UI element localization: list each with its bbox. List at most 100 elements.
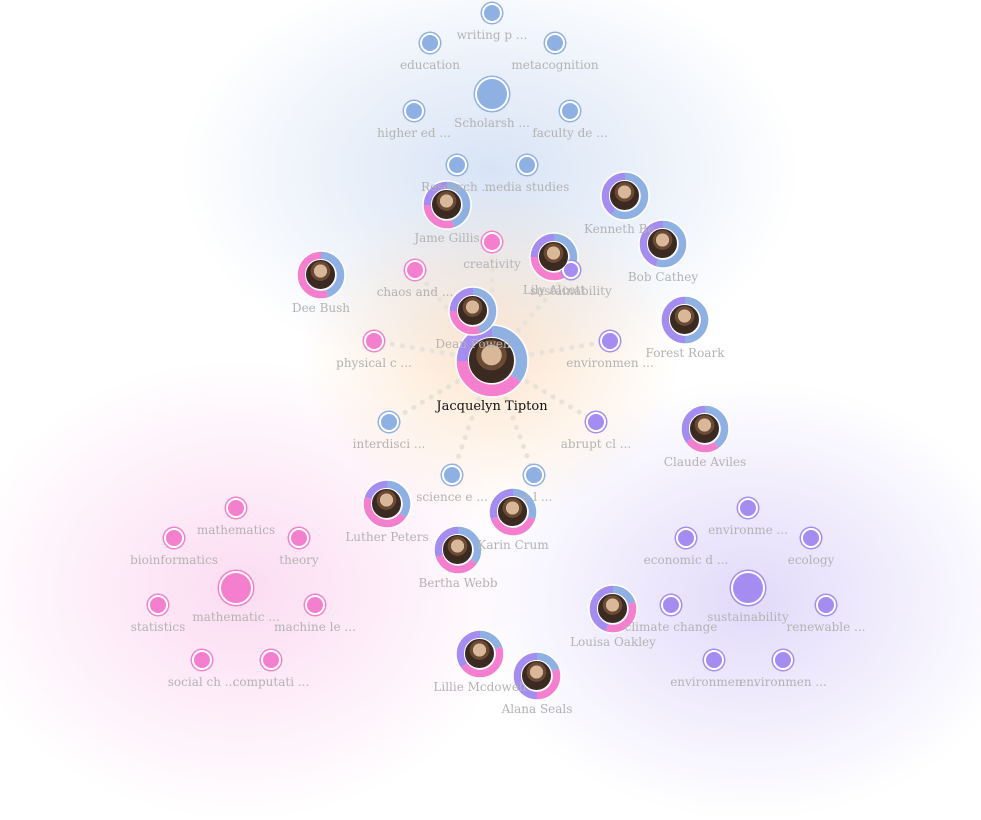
topic-dot[interactable] [420,33,440,53]
person-ring[interactable] [512,651,562,701]
topic-dot[interactable] [773,650,793,670]
topic-dot[interactable] [738,498,758,518]
person-ring[interactable] [433,525,483,575]
topic-dot[interactable] [545,33,565,53]
topic-dot[interactable] [226,498,246,518]
topic-dot[interactable] [405,260,425,280]
ring-segment [530,233,555,258]
ring-segment [449,287,474,312]
avatar[interactable] [647,228,678,259]
topic-dot[interactable] [289,528,309,548]
person-ring[interactable] [680,404,730,454]
topic-label: climate change [624,620,718,634]
ring-segment [456,325,493,362]
ring-outline [529,232,579,282]
topic-dot[interactable] [482,3,502,23]
topic-dot[interactable] [600,331,620,351]
topic-dot[interactable] [661,595,681,615]
avatar[interactable] [521,660,552,691]
avatar[interactable] [371,488,402,519]
ring-segment [491,325,528,383]
topic-dot[interactable] [801,528,821,548]
topic-label: higher ed ... [377,126,451,140]
ring-segment [457,526,482,565]
ring-segment [386,480,411,519]
topic-dot[interactable] [442,465,462,485]
person-ring[interactable] [600,171,650,221]
topic-label: computati ... [232,675,310,689]
topic-dot[interactable] [164,528,184,548]
person-ring[interactable] [455,629,505,679]
ring-segment [685,438,720,453]
person-name: Jame Gillis [414,231,480,245]
topic-dot[interactable] [586,412,606,432]
avatar[interactable] [497,496,528,527]
topic-dot[interactable] [731,571,765,605]
topic-dot[interactable] [560,101,580,121]
topic-label: education [400,58,460,72]
ring-segment [456,360,522,397]
person-ring[interactable] [660,295,710,345]
person-name: Bertha Webb [418,576,498,590]
topic-dot[interactable] [379,412,399,432]
person-name: Luther Peters [345,530,429,544]
topic-label: creativity [463,257,521,271]
topic-dot[interactable] [676,528,696,548]
avatar[interactable] [538,241,569,272]
topic-label: chaos and ... [376,285,454,299]
avatar[interactable] [468,337,515,384]
topic-label: environmen ... [566,356,654,370]
person-name: Dean Powell [435,337,511,351]
topic-dot[interactable] [475,77,509,111]
ring-outline [448,286,498,336]
person-ring[interactable] [588,584,638,634]
avatar[interactable] [457,295,488,326]
topic-label: ce l ... [515,490,553,504]
person-ring[interactable] [296,250,346,300]
person-ring[interactable] [362,479,412,529]
topic-dot[interactable] [261,650,281,670]
topic-dot[interactable] [524,465,544,485]
avatar[interactable] [689,413,720,444]
ring-segment [661,296,686,344]
avatar[interactable] [442,534,473,565]
ring-segment [610,172,649,220]
ring-segment [449,310,481,335]
topic-dot[interactable] [219,571,253,605]
topic-dot[interactable] [816,595,836,615]
topic-label: theory [279,553,319,567]
topic-label: mathematic ... [192,610,280,624]
person-ring[interactable] [422,180,472,230]
topic-label: bioinformatics [130,553,218,567]
person-ring[interactable] [488,487,538,537]
avatar[interactable] [305,259,336,290]
topic-label: media studies [484,180,570,194]
topic-label: sustainability [707,610,789,624]
topic-dot[interactable] [517,155,537,175]
person-ring[interactable] [638,219,688,269]
topic-dot[interactable] [364,331,384,351]
avatar[interactable] [609,180,640,211]
ring-segment [530,256,569,281]
topic-dot[interactable] [305,595,325,615]
person-name: Karin Crum [477,538,549,552]
topic-dot[interactable] [562,261,580,279]
topic-label: renewable ... [786,620,866,634]
topic-label: Scholarsh ... [454,116,530,130]
ring-segment [601,172,626,216]
person-ring[interactable] [448,286,498,336]
avatar[interactable] [597,593,628,624]
topic-dot[interactable] [148,595,168,615]
topic-dot[interactable] [704,650,724,670]
avatar[interactable] [669,304,700,335]
topic-dot[interactable] [482,232,502,252]
topic-label: social ch ... [167,675,237,689]
topic-dot[interactable] [447,155,467,175]
topic-dot[interactable] [192,650,212,670]
topic-label: writing p ... [456,28,528,42]
topic-label: statistics [130,620,186,634]
topic-label: environmen ... [670,675,758,689]
avatar[interactable] [431,189,462,220]
topic-dot[interactable] [404,101,424,121]
avatar[interactable] [464,638,495,669]
